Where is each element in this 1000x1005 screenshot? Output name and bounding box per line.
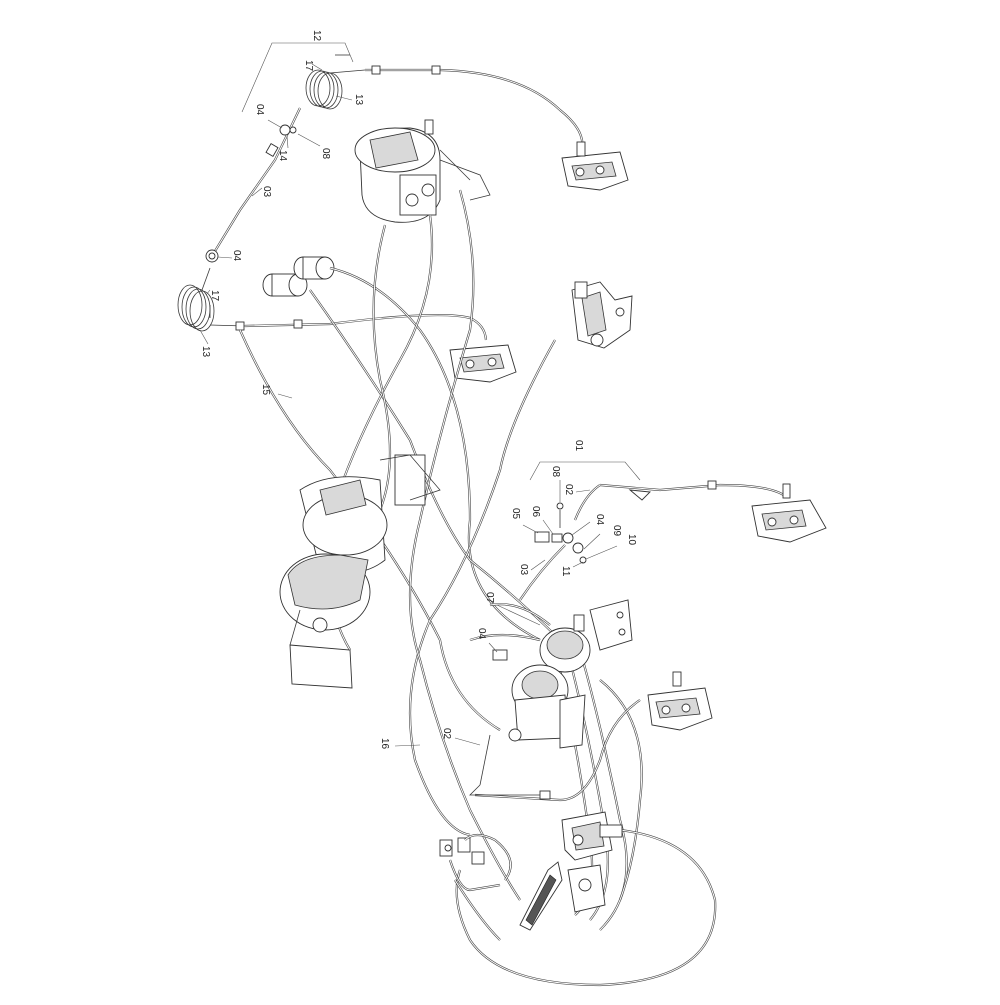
- bottom-left-fittings: [439, 833, 512, 892]
- caliper-mid-right-vertical: [571, 281, 633, 349]
- top-brake-line: [335, 54, 584, 149]
- callout-04-mid: 04: [231, 250, 242, 262]
- callout-17-left: 17: [209, 290, 220, 302]
- callout-11: 11: [560, 566, 571, 577]
- caliper-lower-right: [474, 671, 713, 802]
- fittings-cluster: [519, 502, 587, 601]
- callout-08-top: 08: [320, 148, 331, 160]
- callout-01: 01: [573, 440, 584, 452]
- caliper-top-right: [561, 141, 629, 191]
- callout-10: 10: [626, 534, 637, 546]
- callout-08-right: 08: [550, 466, 561, 478]
- caliper-right: [751, 483, 827, 543]
- caliper-mid-left: [449, 344, 517, 383]
- left-line-03: [205, 107, 301, 263]
- callout-14: 14: [277, 150, 288, 162]
- top-coil-spring-13: [305, 69, 366, 110]
- callout-04-right: 04: [594, 514, 605, 526]
- callout-06: 06: [530, 506, 541, 518]
- callout-17-top: 17: [303, 60, 314, 72]
- twin-wheel-cylinders: [262, 256, 335, 297]
- lower-master-cylinder-booster: [279, 454, 441, 689]
- callout-05: 05: [510, 508, 521, 520]
- callout-04-top: 04: [254, 104, 265, 116]
- callout-12: 12: [311, 30, 322, 42]
- callout-16: 16: [379, 738, 390, 750]
- callout-04-lower: 04: [476, 628, 487, 640]
- callout-09: 09: [611, 525, 622, 537]
- callout-02-lower: 02: [441, 728, 452, 740]
- callout-03-top: 03: [261, 186, 272, 198]
- callout-03-right: 03: [518, 564, 529, 576]
- bottom-loop-line-16: [454, 828, 717, 987]
- callout-13-left: 13: [200, 346, 211, 358]
- callout-15: 15: [260, 384, 271, 396]
- group-bracket-12: [241, 42, 354, 113]
- upper-master-cylinder: [354, 119, 491, 223]
- lower-brake-actuator: [469, 664, 586, 800]
- bottom-pedal-assembly: [519, 811, 623, 931]
- group-bracket-01: [529, 461, 641, 481]
- mid-left-brake-line: [235, 314, 488, 341]
- callout-07: 07: [484, 592, 495, 604]
- right-brake-line-01: [573, 480, 786, 521]
- callout-labels: 12 17 13 04 14 08 03 04 17 13 15 01 08 0…: [200, 30, 637, 750]
- central-proportioning-valve: [469, 599, 633, 673]
- callout-02-right: 02: [563, 484, 574, 496]
- leader-lines: [199, 63, 618, 747]
- callout-13-top: 13: [353, 94, 364, 106]
